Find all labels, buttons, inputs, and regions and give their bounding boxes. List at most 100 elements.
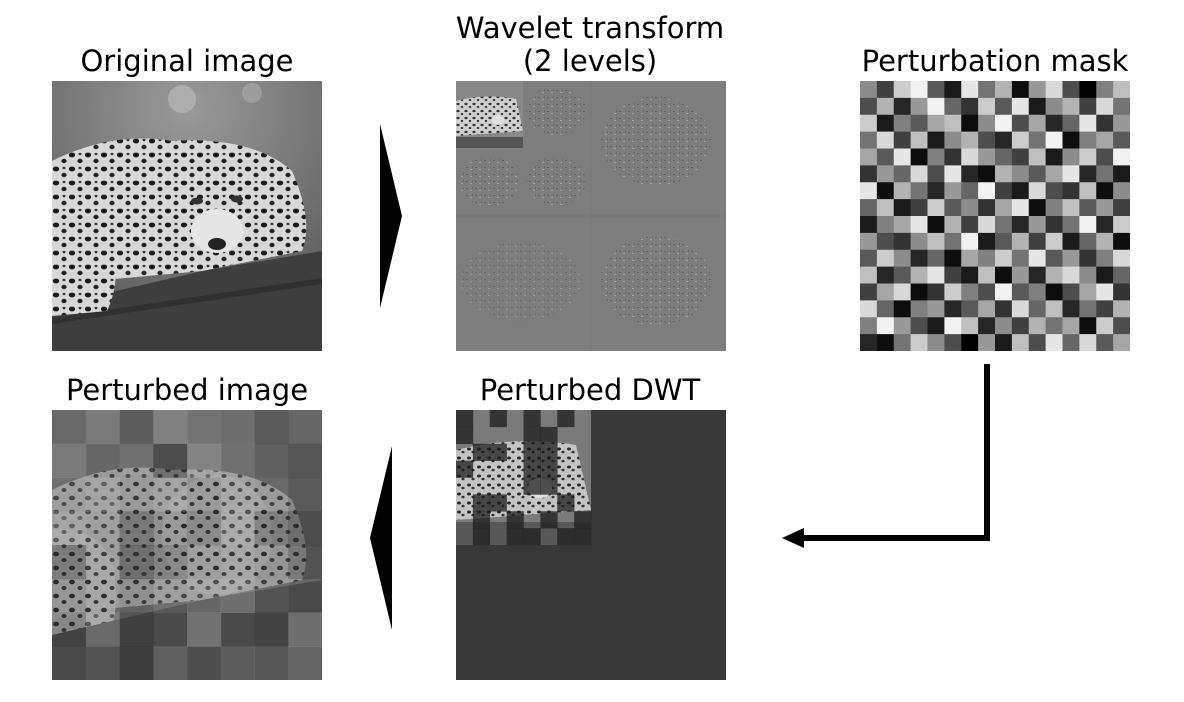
mask-cell xyxy=(995,148,1013,166)
perturbed-dwt-block xyxy=(540,511,558,529)
mask-cell xyxy=(1028,266,1047,284)
perturbed-image-block xyxy=(220,511,255,546)
mask-cell xyxy=(944,114,962,133)
perturbed-image-block xyxy=(187,410,222,445)
mask-cell xyxy=(910,182,928,200)
mask-cell xyxy=(927,131,945,149)
mask-cell xyxy=(860,249,878,268)
perturbed-image-block xyxy=(187,646,222,680)
mask-cell xyxy=(876,182,895,200)
mask-cell xyxy=(1096,283,1114,301)
mask-cell xyxy=(1045,131,1063,149)
perturbed-image-block xyxy=(187,612,222,647)
mask-cell xyxy=(944,131,962,149)
mask-cell xyxy=(860,317,878,335)
mask-cell xyxy=(995,283,1013,301)
perturbed-image-block xyxy=(119,646,154,680)
mask-cell xyxy=(860,148,878,166)
perturbed-image-block xyxy=(119,443,154,478)
perturbed-image-block xyxy=(288,612,322,647)
mask-cell xyxy=(978,334,996,351)
perturbed-dwt-block xyxy=(557,528,575,546)
mask-cell xyxy=(1113,249,1130,268)
mask-cell xyxy=(1079,97,1097,116)
perturbed-dwt-title: Perturbed DWT xyxy=(479,373,701,407)
mask-cell xyxy=(995,182,1013,200)
mask-cell xyxy=(893,97,912,116)
mask-cell xyxy=(1096,317,1114,335)
mask-cell xyxy=(944,97,962,116)
perturbed-dwt-block xyxy=(523,443,541,461)
mask-cell xyxy=(1079,216,1097,234)
perturbed-image-block xyxy=(119,545,154,580)
perturbed-image-block xyxy=(254,443,289,478)
mask-cell xyxy=(876,249,895,268)
forward-arrow xyxy=(380,124,402,308)
mask-cell xyxy=(1045,199,1063,217)
mask-cell xyxy=(1062,81,1080,99)
perturbed-image-block xyxy=(187,443,222,478)
mask-cell xyxy=(1045,81,1063,99)
mask-cell xyxy=(1045,165,1063,183)
mask-cell xyxy=(893,249,912,268)
mask-cell xyxy=(961,300,979,318)
perturbed-image-block xyxy=(254,578,289,613)
mask-cell xyxy=(1113,232,1130,251)
mask-cell xyxy=(910,334,928,351)
mask-cell xyxy=(893,81,912,99)
mask-cell xyxy=(1062,97,1080,116)
perturbation-mask-title: Perturbation mask xyxy=(861,44,1129,78)
mask-cell xyxy=(910,131,928,149)
mask-cell xyxy=(1113,148,1130,166)
original-image-title: Original image xyxy=(80,44,294,78)
mask-cell xyxy=(876,300,895,318)
wavelet-transform-title-line2: (2 levels) xyxy=(522,44,658,78)
mask-cell xyxy=(1079,317,1097,335)
mask-cell xyxy=(1062,148,1080,166)
mask-cell xyxy=(1079,182,1097,200)
perturbed-dwt-block xyxy=(489,443,507,461)
perturbed-dwt-block xyxy=(540,460,558,478)
mask-cell xyxy=(1113,81,1130,99)
mask-cell xyxy=(995,232,1013,251)
mask-cell xyxy=(961,131,979,149)
mask-cell xyxy=(927,81,945,99)
mask-cell xyxy=(978,232,996,251)
mask-cell xyxy=(995,216,1013,234)
mask-cell xyxy=(876,334,895,351)
mask-cell xyxy=(944,334,962,351)
mask-cell xyxy=(893,300,912,318)
mask-cell xyxy=(1079,249,1097,268)
mask-cell xyxy=(927,216,945,234)
mask-cell xyxy=(944,148,962,166)
mask-cell xyxy=(1062,300,1080,318)
mask-cell xyxy=(893,216,912,234)
mask-cell xyxy=(1062,334,1080,351)
original-image-panel xyxy=(52,81,322,351)
mask-cell xyxy=(1096,199,1114,217)
perturbed-dwt-block xyxy=(574,528,592,546)
mask-cell xyxy=(944,283,962,301)
mask-cell xyxy=(1096,334,1114,351)
mask-cell xyxy=(1079,114,1097,133)
mask-cell xyxy=(995,300,1013,318)
mask-cell xyxy=(978,199,996,217)
mask-cell xyxy=(1011,199,1030,217)
mask-cell xyxy=(1079,283,1097,301)
mask-cell xyxy=(876,165,895,183)
mask-cell xyxy=(1011,266,1030,284)
mask-cell xyxy=(1045,300,1063,318)
mask-cell xyxy=(1096,249,1114,268)
mask-cell xyxy=(1113,131,1130,149)
mask-cell xyxy=(860,199,878,217)
perturbed-image-block xyxy=(153,511,188,546)
mask-cell xyxy=(1079,165,1097,183)
perturbed-image-block xyxy=(220,646,255,680)
mask-cell xyxy=(961,165,979,183)
wavelet-coefficients xyxy=(456,81,726,351)
mask-cell xyxy=(1096,114,1114,133)
perturbed-image-block xyxy=(288,545,322,580)
mask-cell xyxy=(961,334,979,351)
mask-cell xyxy=(910,199,928,217)
perturbed-image-block xyxy=(85,545,120,580)
